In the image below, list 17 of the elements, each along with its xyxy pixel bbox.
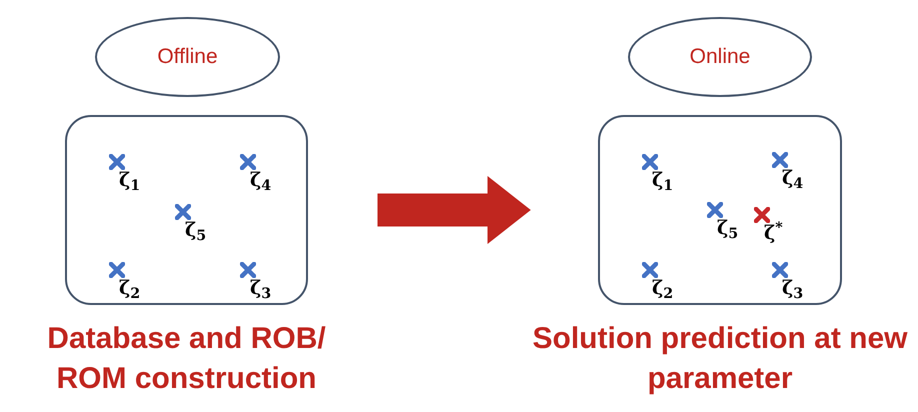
node-label: Solution prediction at new parameter bbox=[532, 321, 908, 397]
point-label: ζ$_{1}$ bbox=[119, 171, 140, 190]
phase-label: Online bbox=[690, 44, 750, 70]
point-label: ζ$_{5}$ bbox=[717, 219, 738, 238]
phase-label: Offline bbox=[157, 44, 218, 70]
point-label: ζ$_{3}$ bbox=[250, 279, 272, 298]
parameter-space-box bbox=[598, 115, 842, 305]
point-label: ζ$_{2}$ bbox=[652, 279, 674, 298]
point-label: ζ$_{2}$ bbox=[119, 279, 140, 298]
point-label: ζ$_{4}$ bbox=[250, 171, 272, 190]
parameter-space-box bbox=[65, 115, 308, 305]
point-label: ζ$_{5}$ bbox=[185, 221, 206, 240]
point-label: ζ$_{4}$ bbox=[782, 169, 804, 188]
block-arrow bbox=[378, 176, 531, 244]
node-label: Database and ROB/ ROM construction bbox=[46, 321, 327, 397]
point-label: ζ$_{3}$ bbox=[782, 279, 804, 298]
point-label: ζ$_{1}$ bbox=[652, 171, 674, 190]
